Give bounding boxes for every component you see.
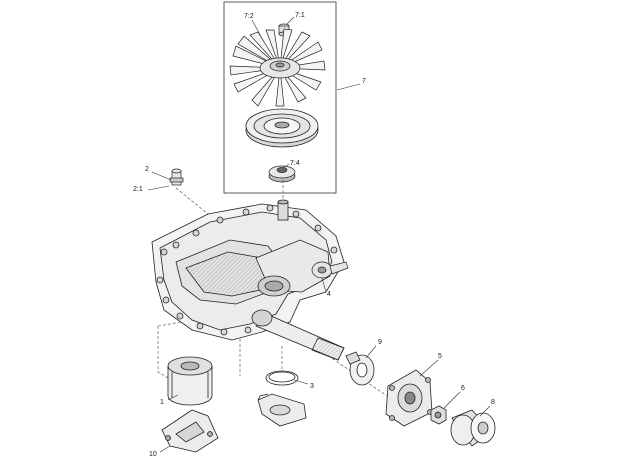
lug-nut-part (430, 405, 447, 425)
callout-4: 4 (327, 291, 331, 298)
callout-leaders (147, 16, 491, 453)
callout-7-1: 7:1 (295, 12, 305, 19)
callout-2: 2 (145, 166, 149, 173)
oil-filter-part (167, 356, 213, 406)
fan-hub-part (268, 165, 296, 183)
brake-lever-part (311, 261, 349, 279)
breather-fitting-part (169, 168, 184, 186)
callout-7-2: 7:2 (244, 13, 254, 20)
washer-part (345, 351, 375, 386)
callout-7-4: 7:4 (290, 160, 300, 167)
transaxle-housing-part (151, 199, 345, 341)
cooling-fan-part (229, 28, 326, 107)
wheel-hub-part (385, 369, 433, 427)
o-ring-part (265, 370, 299, 386)
callout-10: 10 (149, 451, 157, 458)
callout-5: 5 (438, 353, 442, 360)
callout-2-1: 2:1 (133, 186, 143, 193)
callout-3: 3 (310, 383, 314, 390)
callout-9: 9 (378, 339, 382, 346)
pulley-part (245, 108, 319, 148)
axle-shaft-part (251, 309, 345, 361)
fan-assembly-frame (223, 1, 337, 194)
callout-7: 7 (362, 78, 366, 85)
mounting-bracket-part (161, 409, 219, 453)
callout-6: 6 (461, 385, 465, 392)
bearing-cap-part (450, 409, 496, 447)
filter-cover-part (257, 393, 307, 427)
callout-1: 1 (160, 399, 164, 406)
callout-8: 8 (491, 399, 495, 406)
